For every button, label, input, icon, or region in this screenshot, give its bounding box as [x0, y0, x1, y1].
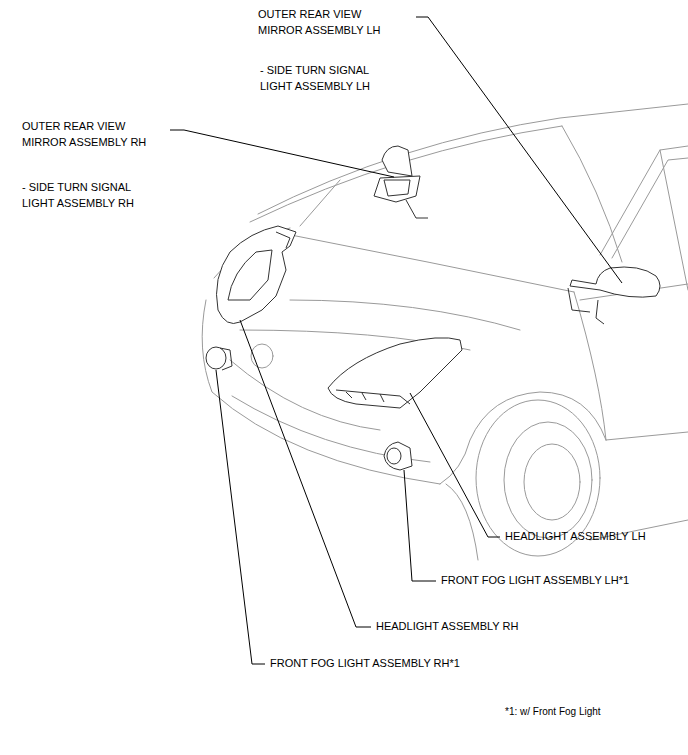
- part-label: - SIDE TURN SIGNAL LIGHT ASSEMBLY LH: [260, 62, 390, 94]
- part-label: FRONT FOG LIGHT ASSEMBLY LH*1: [441, 572, 629, 588]
- part-label: - SIDE TURN SIGNAL LIGHT ASSEMBLY RH: [22, 179, 152, 211]
- part-label: HEADLIGHT ASSEMBLY RH: [376, 618, 518, 634]
- part-label: FRONT FOG LIGHT ASSEMBLY RH*1: [270, 655, 460, 671]
- part-label: HEADLIGHT ASSEMBLY LH: [505, 528, 646, 544]
- part-label: OUTER REAR VIEW MIRROR ASSEMBLY RH: [22, 118, 152, 150]
- footnote-label: *1: w/ Front Fog Light: [505, 704, 601, 720]
- part-label: OUTER REAR VIEW MIRROR ASSEMBLY LH: [258, 6, 388, 38]
